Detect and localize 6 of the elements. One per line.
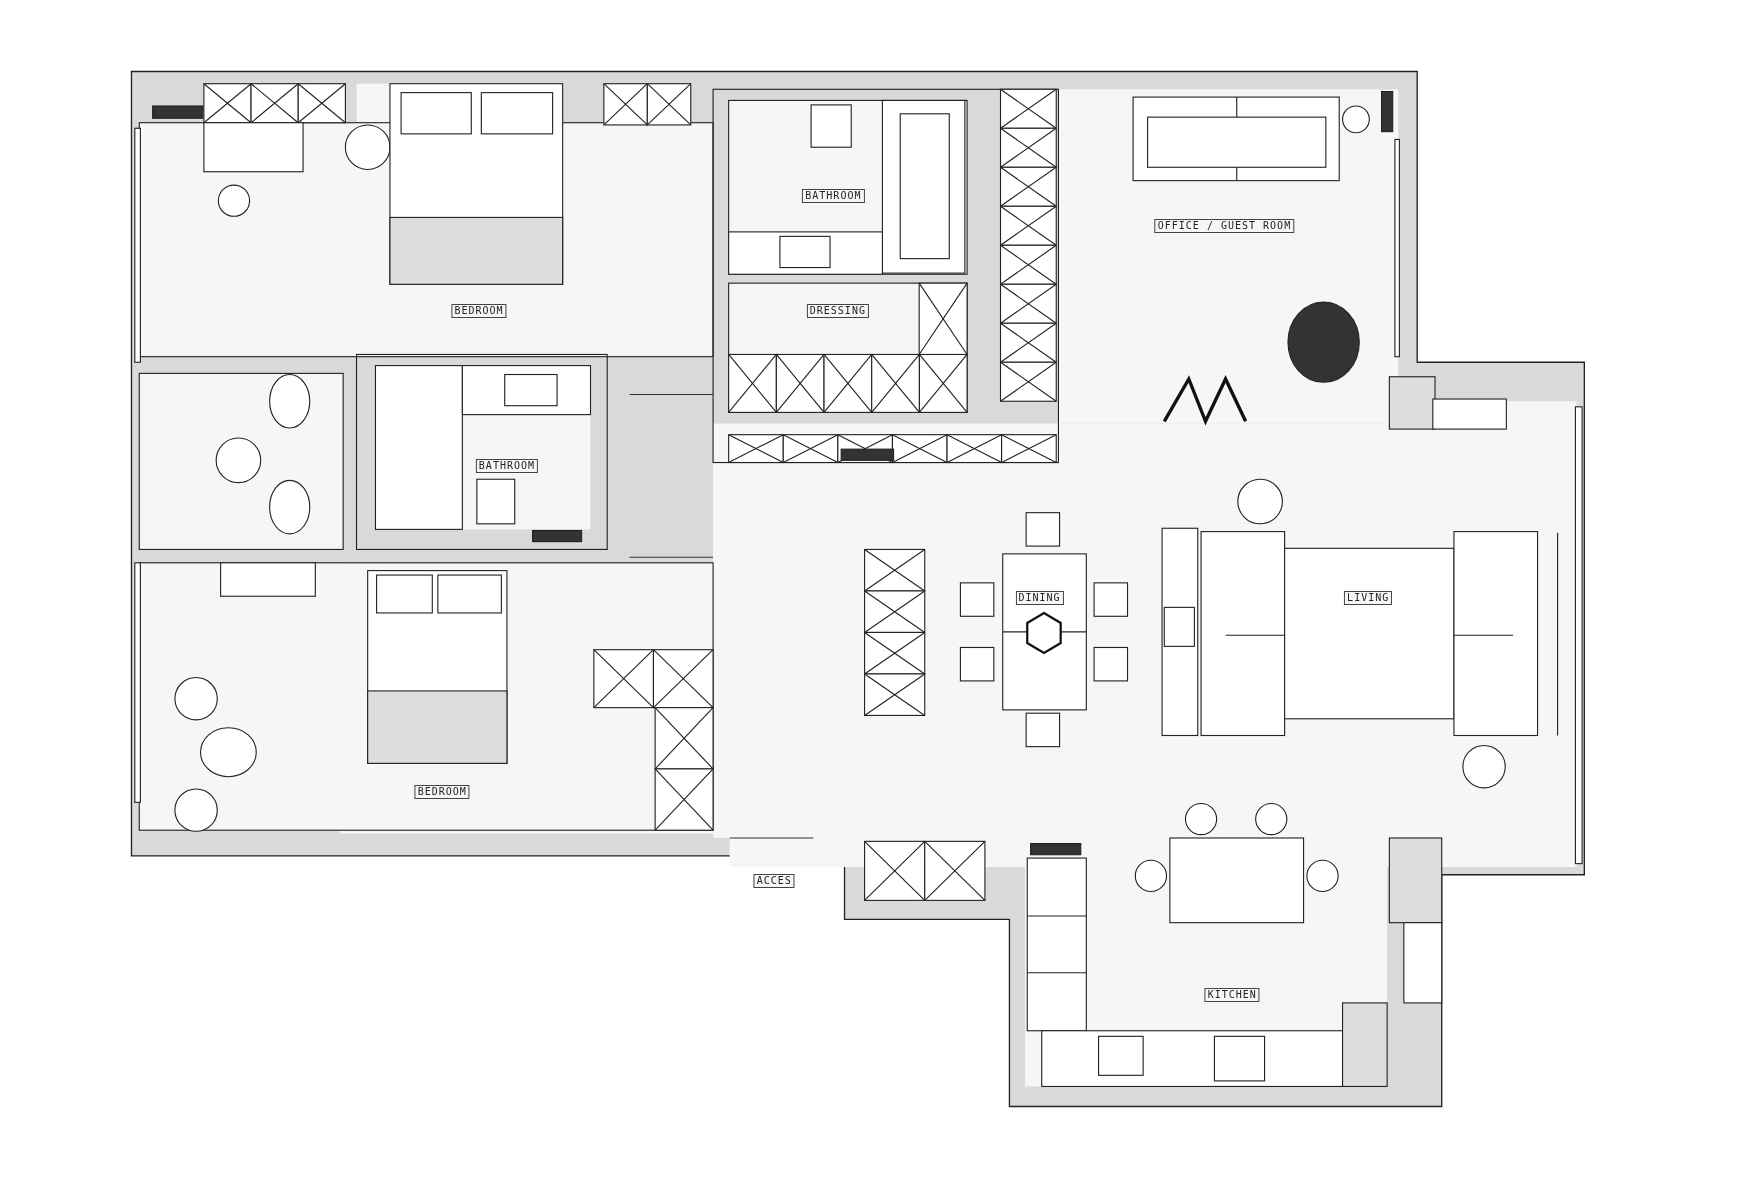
room-label: DINING (1015, 591, 1064, 606)
room-label: ACCES (753, 874, 795, 889)
room-label: LIVING (1344, 591, 1393, 606)
room-label: BEDROOM (414, 785, 470, 800)
room-label: OFFICE / GUEST ROOM (1154, 219, 1295, 234)
room-label: BATHROOM (802, 189, 865, 204)
